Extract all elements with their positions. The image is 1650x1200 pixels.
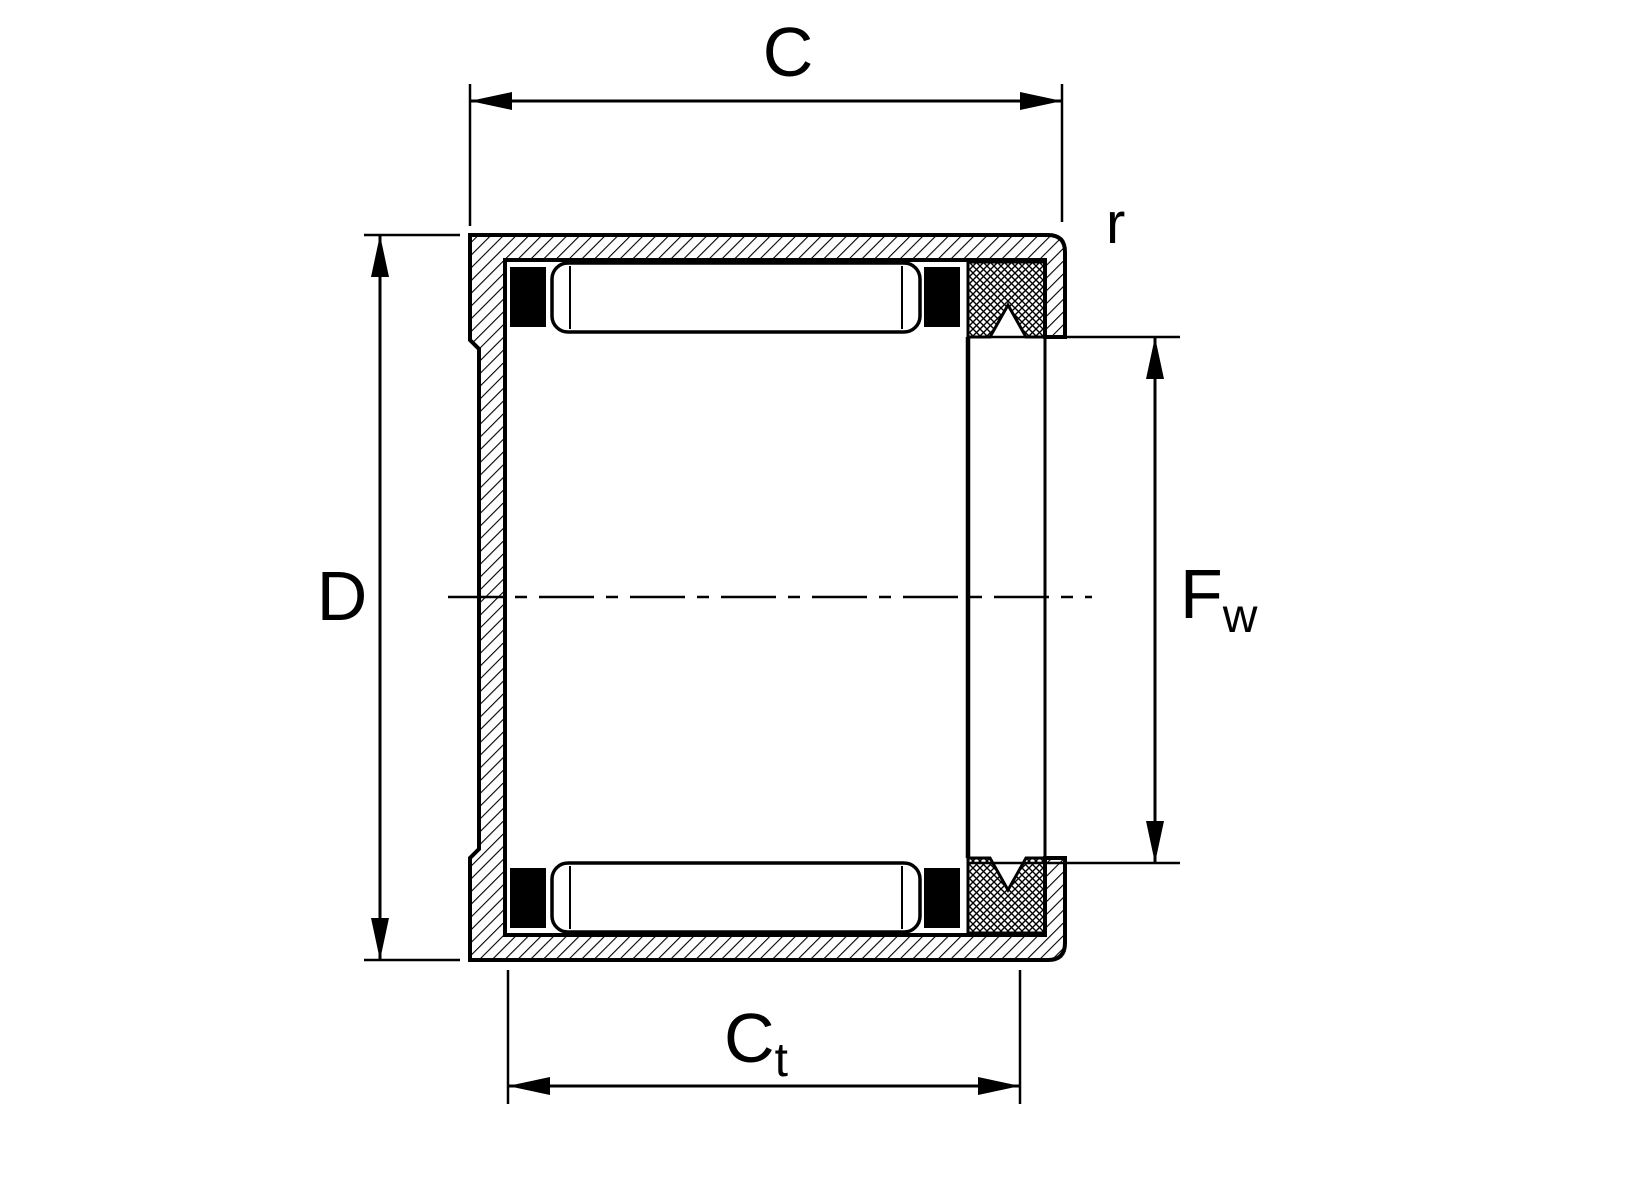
seal-assembly	[965, 260, 1047, 935]
dimension-total-width: Ct	[506, 970, 1022, 1104]
arrowhead-bottom	[1146, 821, 1164, 863]
arrowhead-bottom	[371, 918, 389, 960]
arrowhead-right	[1020, 92, 1062, 110]
label-Fw-main: F	[1180, 555, 1223, 633]
dimension-outer-diameter: D	[317, 233, 460, 962]
arrowhead-right	[978, 1077, 1020, 1095]
arrowhead-top	[1146, 337, 1164, 379]
top-needle-roller	[550, 261, 922, 334]
top-seal	[966, 260, 1047, 339]
label-Ct-subscript: t	[775, 1034, 788, 1087]
cage-block-bottom-right	[924, 868, 960, 928]
dimension-label-D: D	[317, 557, 368, 635]
arrowhead-top	[371, 235, 389, 277]
label-Fw-subscript: w	[1222, 590, 1258, 643]
arrowhead-left	[508, 1077, 550, 1095]
cage-block-top-left	[510, 267, 546, 327]
bottom-seal	[966, 856, 1047, 935]
dimension-outer-width: C	[468, 13, 1064, 226]
label-Ct-main: C	[724, 999, 775, 1077]
dimension-label-Ct: Ct	[724, 999, 788, 1087]
roller-and-cage-set	[510, 261, 960, 934]
radius-label-r: r	[1106, 191, 1125, 256]
dimension-label-Fw: Fw	[1180, 555, 1258, 643]
dimension-label-C: C	[763, 13, 814, 91]
bottom-needle-roller	[550, 861, 922, 934]
arrowhead-left	[470, 92, 512, 110]
dimension-bore-diameter: Fw	[968, 335, 1258, 865]
cage-block-top-right	[924, 267, 960, 327]
cage-block-bottom-left	[510, 868, 546, 928]
